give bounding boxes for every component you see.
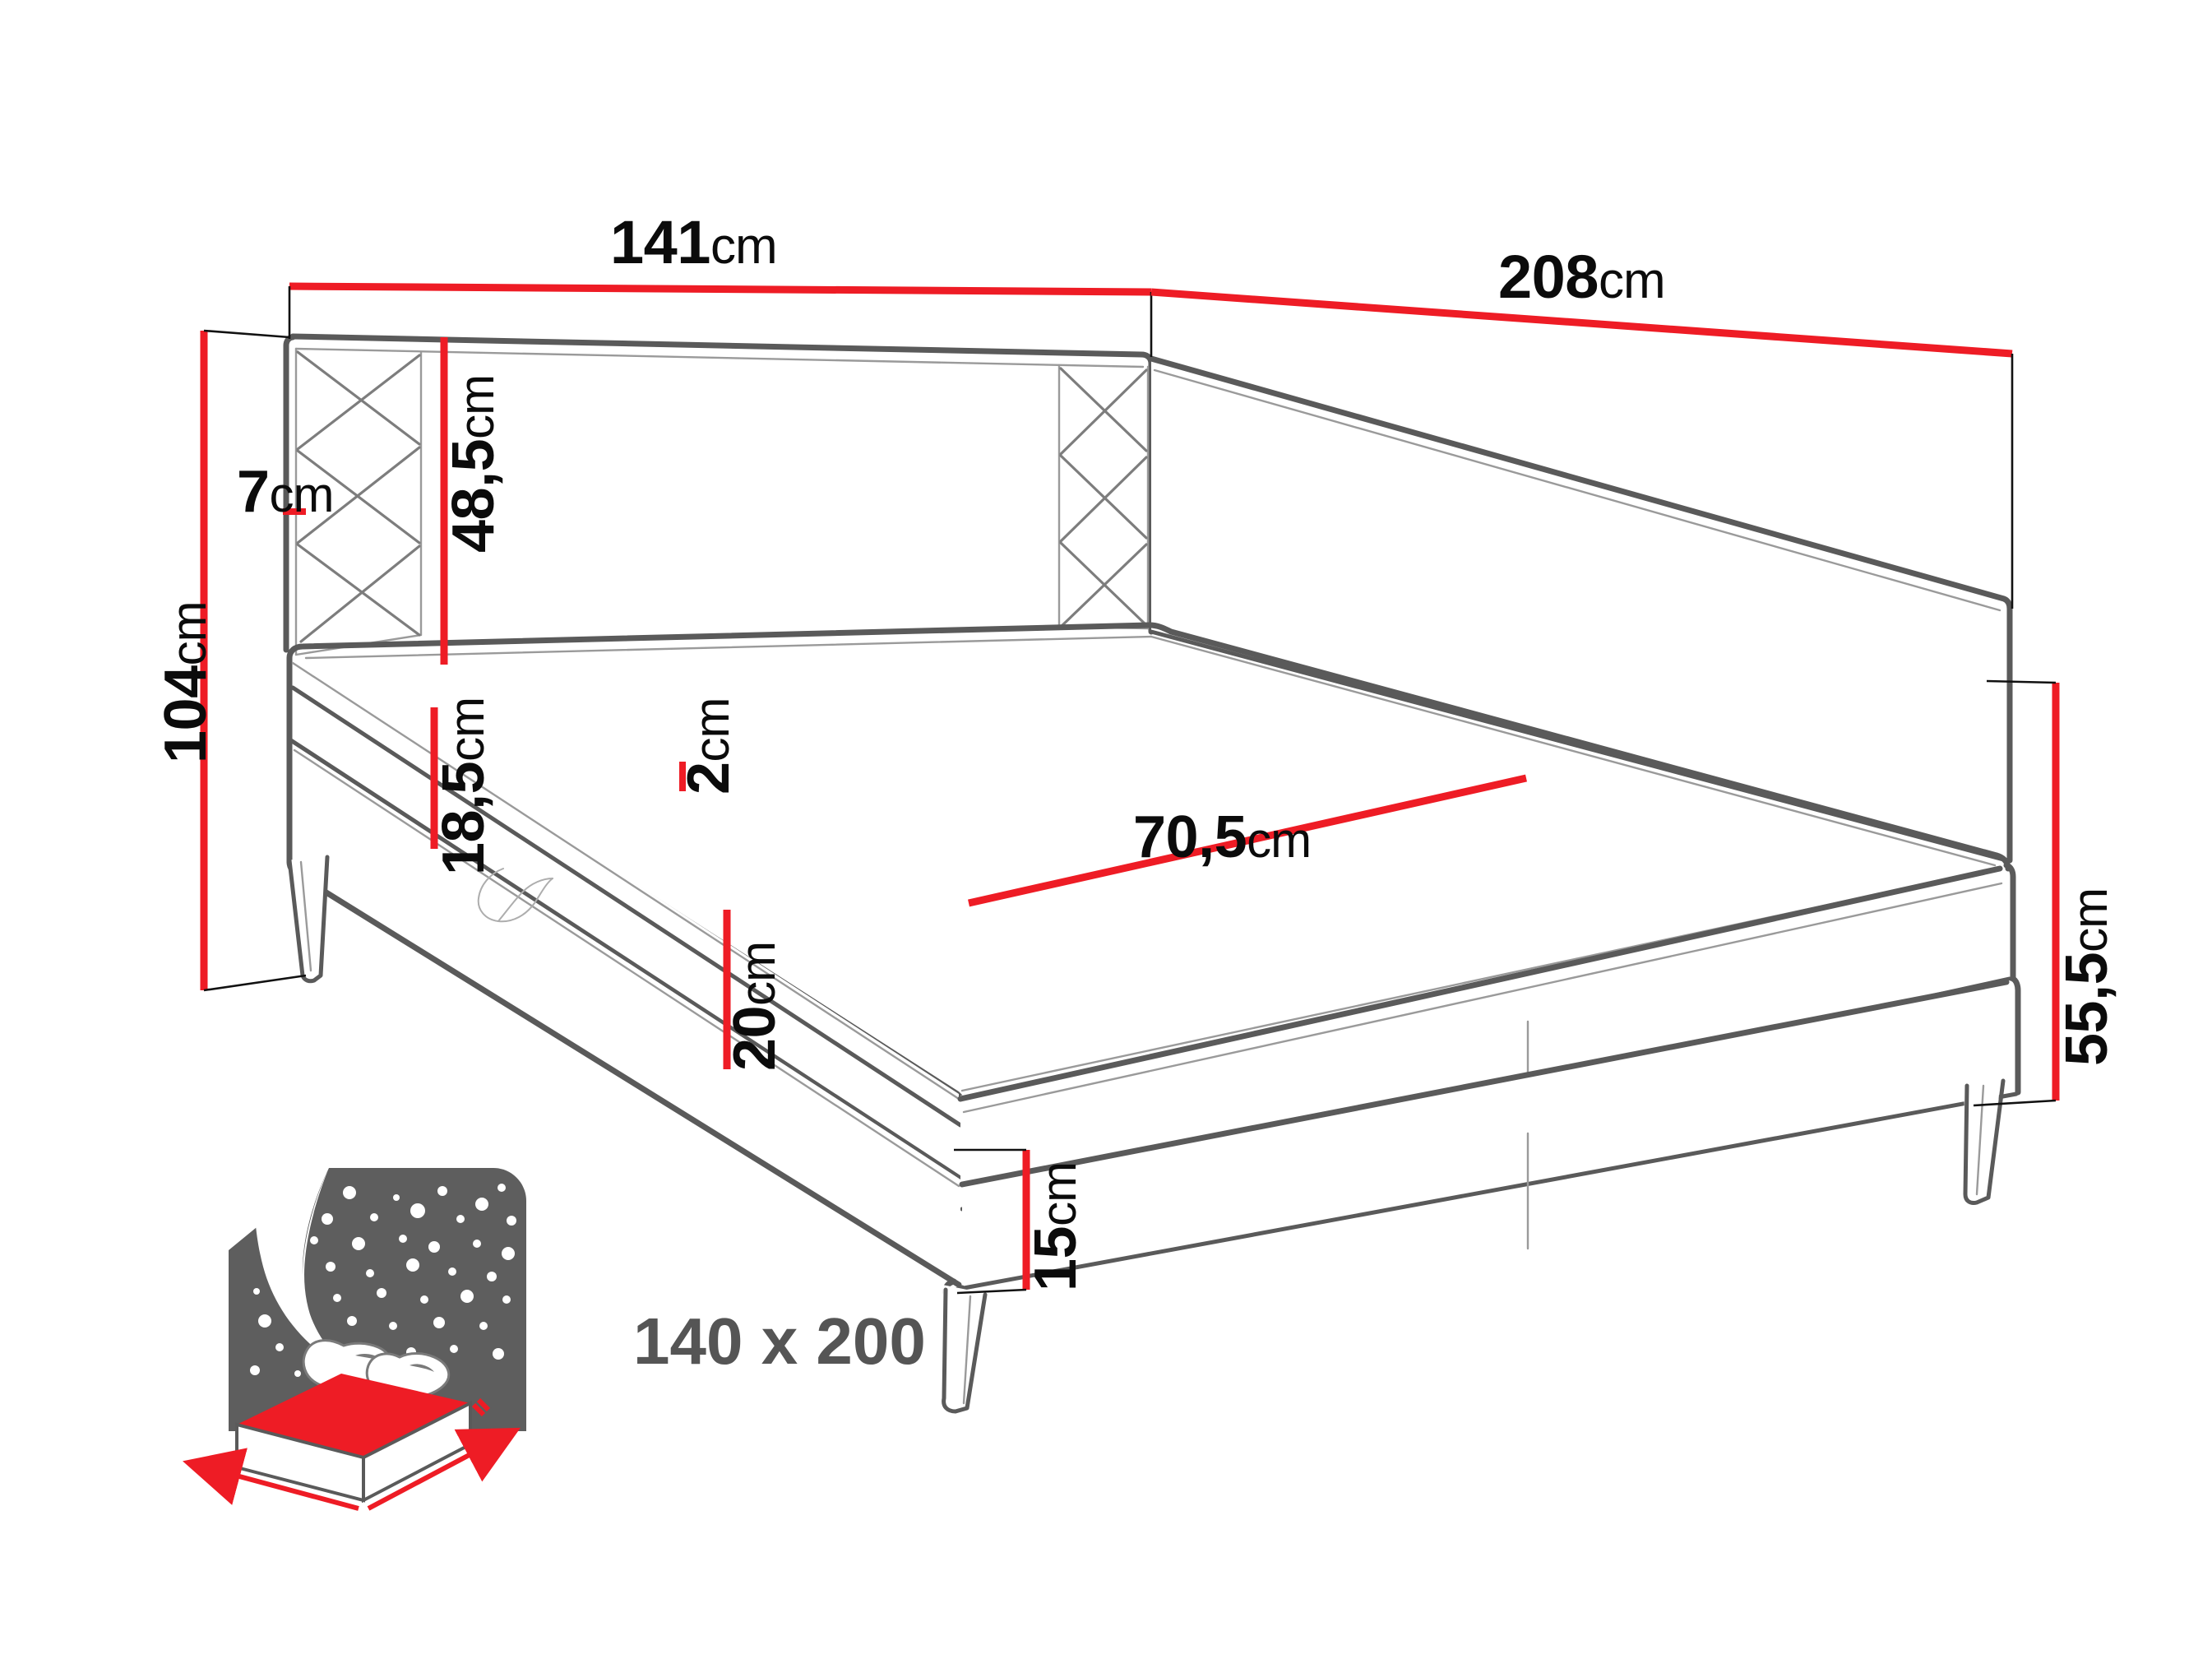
headboard-left-tufting: [296, 350, 421, 643]
dimension-label-208: 208cm: [1498, 243, 1666, 311]
dimline-141: [288, 282, 1153, 357]
dimension-label-7: 7cm: [237, 459, 335, 525]
mattress-front-face: [286, 655, 963, 1181]
dimline-55-5: [1973, 679, 2060, 1107]
bed-legs: [287, 855, 2006, 1414]
base-box-right-face: [942, 975, 2021, 1298]
moon-crescent-fill: [253, 1168, 367, 1380]
headboard: [283, 333, 1155, 658]
headboard-right-tufting: [1059, 367, 1148, 628]
dimension-label-141: 141cm: [610, 208, 778, 276]
dimline-104: [200, 329, 307, 992]
drawer-handle-icon: [477, 868, 553, 923]
dimline-15: [954, 1148, 1030, 1295]
mattress-sheet: [237, 1374, 470, 1457]
dimension-label-70-5: 70,5cm: [1133, 804, 1312, 870]
leg-front-center: [942, 1285, 988, 1414]
mattress-size-label: 140 x 200: [633, 1304, 926, 1378]
dimline-208: [1150, 288, 2014, 609]
leg-right: [1963, 1078, 2006, 1205]
dimline-70-5: [968, 774, 1527, 907]
